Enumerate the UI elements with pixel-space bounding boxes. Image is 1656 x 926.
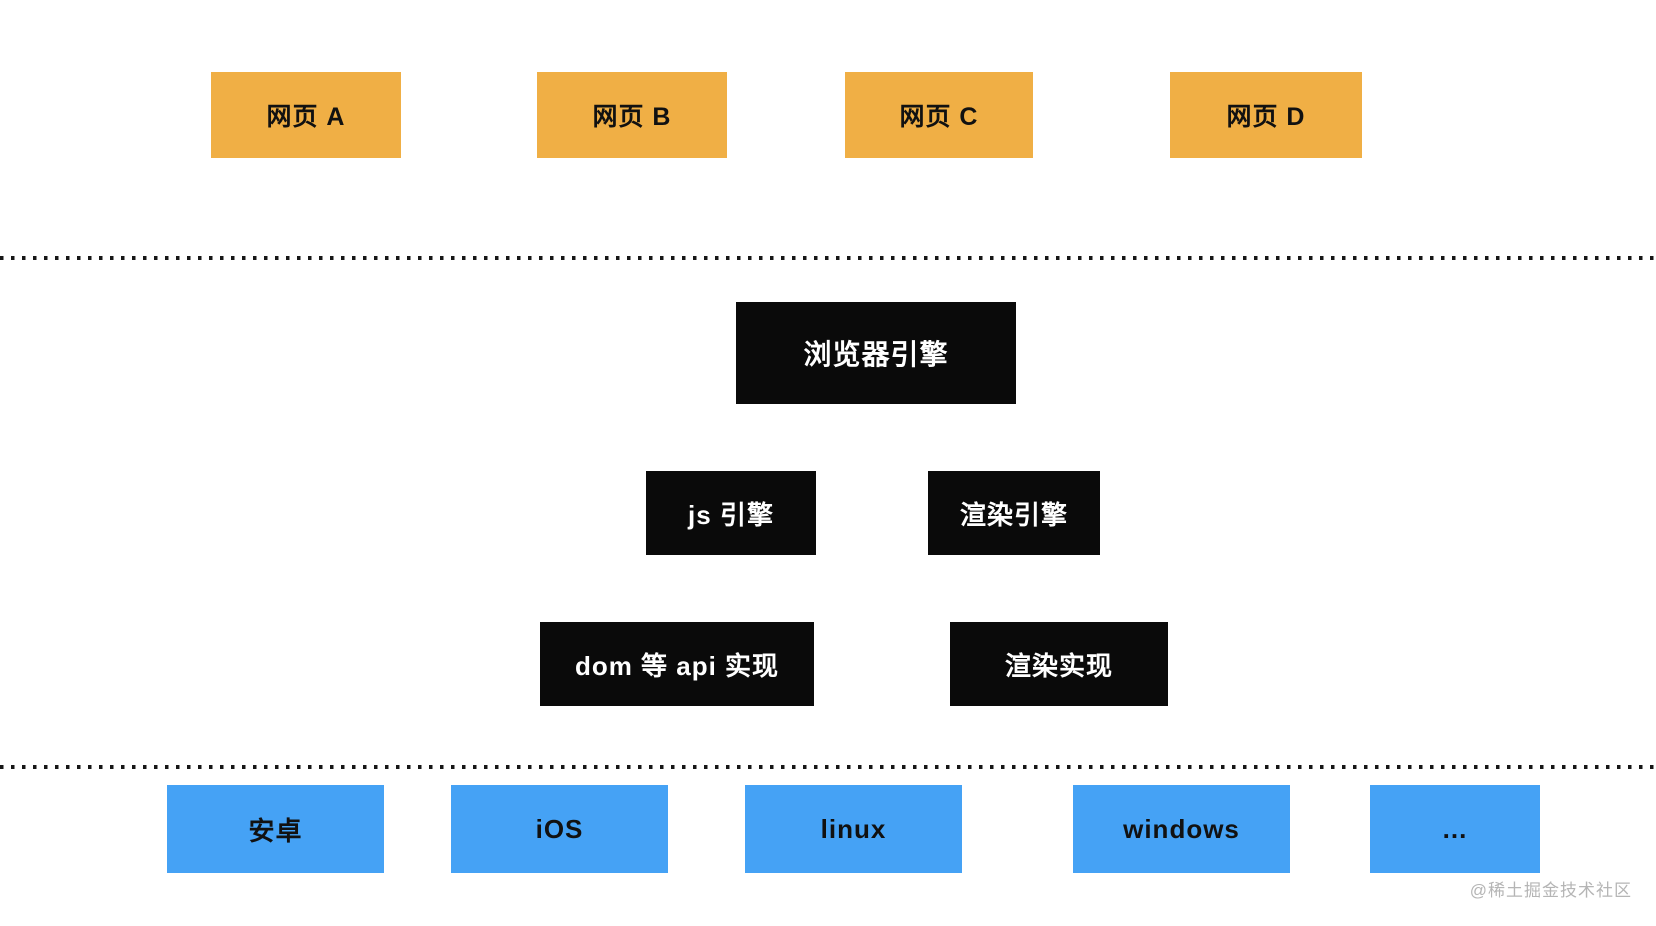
webpage-d-box: 网页 D (1170, 72, 1362, 158)
webpage-b-box: 网页 B (537, 72, 727, 158)
watermark: @稀土掘金技术社区 (1469, 881, 1632, 900)
platform-ios-box: iOS (451, 785, 668, 873)
platform-windows-box: windows (1073, 785, 1290, 873)
js-engine-box: js 引擎 (646, 471, 816, 555)
platform-android-box: 安卓 (167, 785, 384, 873)
render-impl-box: 渲染实现 (950, 622, 1168, 706)
dotted-divider-bottom (0, 765, 1656, 769)
dotted-divider-top (0, 256, 1656, 260)
browser-engine-box: 浏览器引擎 (736, 302, 1016, 404)
render-engine-box: 渲染引擎 (928, 471, 1100, 555)
platform-ellipsis-box: ... (1370, 785, 1540, 873)
dom-api-impl-box: dom 等 api 实现 (540, 622, 814, 706)
webpage-c-box: 网页 C (845, 72, 1033, 158)
webpage-a-box: 网页 A (211, 72, 401, 158)
platform-linux-box: linux (745, 785, 962, 873)
